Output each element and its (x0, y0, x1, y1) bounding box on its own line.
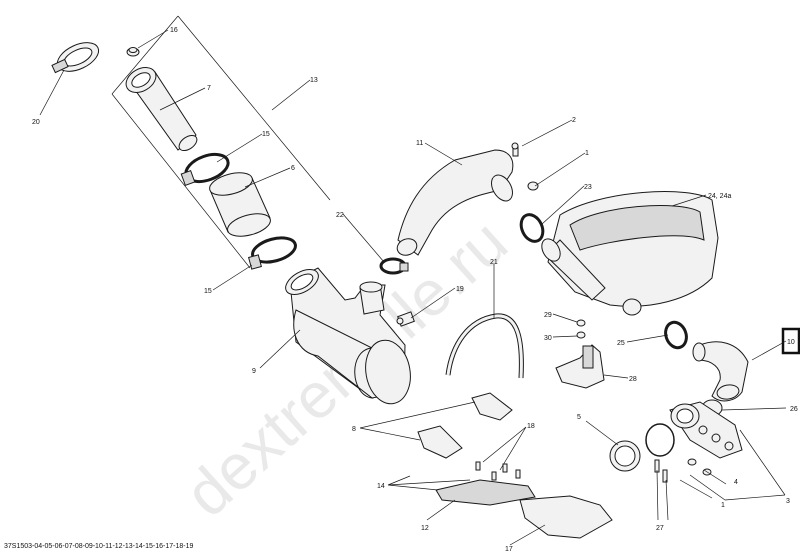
group-bracket-3 (689, 429, 786, 501)
part-bolt-2 (511, 142, 519, 157)
callout-8: 8 (352, 426, 356, 433)
part-gasket (645, 423, 675, 457)
callout-11: 11 (416, 140, 423, 147)
part-tailpipe-7 (125, 67, 198, 152)
callout-12: 12 (421, 525, 429, 532)
part-nut-29 (576, 319, 586, 327)
part-heat-shield-8b (417, 425, 463, 459)
part-manifold-3 (669, 401, 743, 459)
part-washer-30 (576, 331, 586, 339)
callout-19: 19 (456, 286, 464, 293)
leader-lines (39, 29, 787, 546)
callout-21: 21 (490, 259, 498, 266)
callout-29: 29 (544, 312, 552, 319)
part-ring-23 (519, 213, 545, 243)
part-heat-shield-8a (471, 392, 513, 421)
callout-9: 9 (252, 368, 256, 375)
callout-4: 4 (734, 479, 738, 486)
callout-13: 13 (310, 77, 318, 84)
callout-1-lower: 1 (721, 502, 725, 509)
callout-23: 23 (584, 184, 592, 191)
part-clamp-25 (664, 320, 688, 350)
callout-27: 27 (656, 525, 664, 532)
document-reference: 37S1503-04-05-06-07-08-09-10-11-12-13-14… (4, 543, 193, 550)
part-nut-1-upper (527, 181, 539, 191)
part-nut-16 (126, 47, 140, 57)
callout-24: 24, 24a (708, 193, 731, 200)
part-strap-21 (445, 313, 524, 379)
callout-28: 28 (629, 376, 637, 383)
part-ring-5 (609, 440, 641, 472)
callout-3: 3 (786, 498, 790, 505)
part-fasteners-18 (475, 461, 521, 481)
part-clamp-15-lower (248, 236, 297, 270)
callout-16: 16 (170, 27, 178, 34)
callout-1-upper: 1 (585, 150, 589, 157)
callout-17: 17 (505, 546, 513, 553)
callout-6: 6 (291, 165, 295, 172)
part-inlet-pipe-11 (396, 149, 514, 256)
part-muffler-9 (285, 267, 411, 405)
part-clamp-22 (379, 257, 409, 275)
part-elbow-10 (692, 341, 749, 402)
callout-20: 20 (32, 119, 40, 126)
callout-5: 5 (577, 414, 581, 421)
callout-15-upper: 15 (262, 131, 270, 138)
callout-15-lower: 15 (204, 288, 212, 295)
part-sensor-19 (396, 311, 415, 327)
part-bracket-28 (555, 344, 605, 389)
callout-30: 30 (544, 335, 552, 342)
part-clamp-20 (51, 42, 100, 74)
callout-10: 10 (787, 339, 795, 346)
part-silencer-24 (541, 191, 719, 316)
callout-7: 7 (207, 85, 211, 92)
callout-14: 14 (377, 483, 385, 490)
callout-box-10 (781, 327, 800, 355)
callouts: 20 16 7 13 15 6 15 9 22 11 19 2 1 23 24,… (32, 27, 798, 553)
callout-18: 18 (527, 423, 535, 430)
callout-26: 26 (790, 406, 798, 413)
part-heat-shield-17 (519, 495, 613, 539)
part-sleeve-6 (209, 172, 271, 237)
part-clamp-15-upper (180, 152, 230, 186)
callout-25: 25 (617, 340, 625, 347)
callout-22: 22 (336, 212, 344, 219)
part-shield-plate-12 (435, 479, 536, 506)
group-bracket-13 (111, 15, 331, 269)
callout-2: 2 (572, 117, 576, 124)
